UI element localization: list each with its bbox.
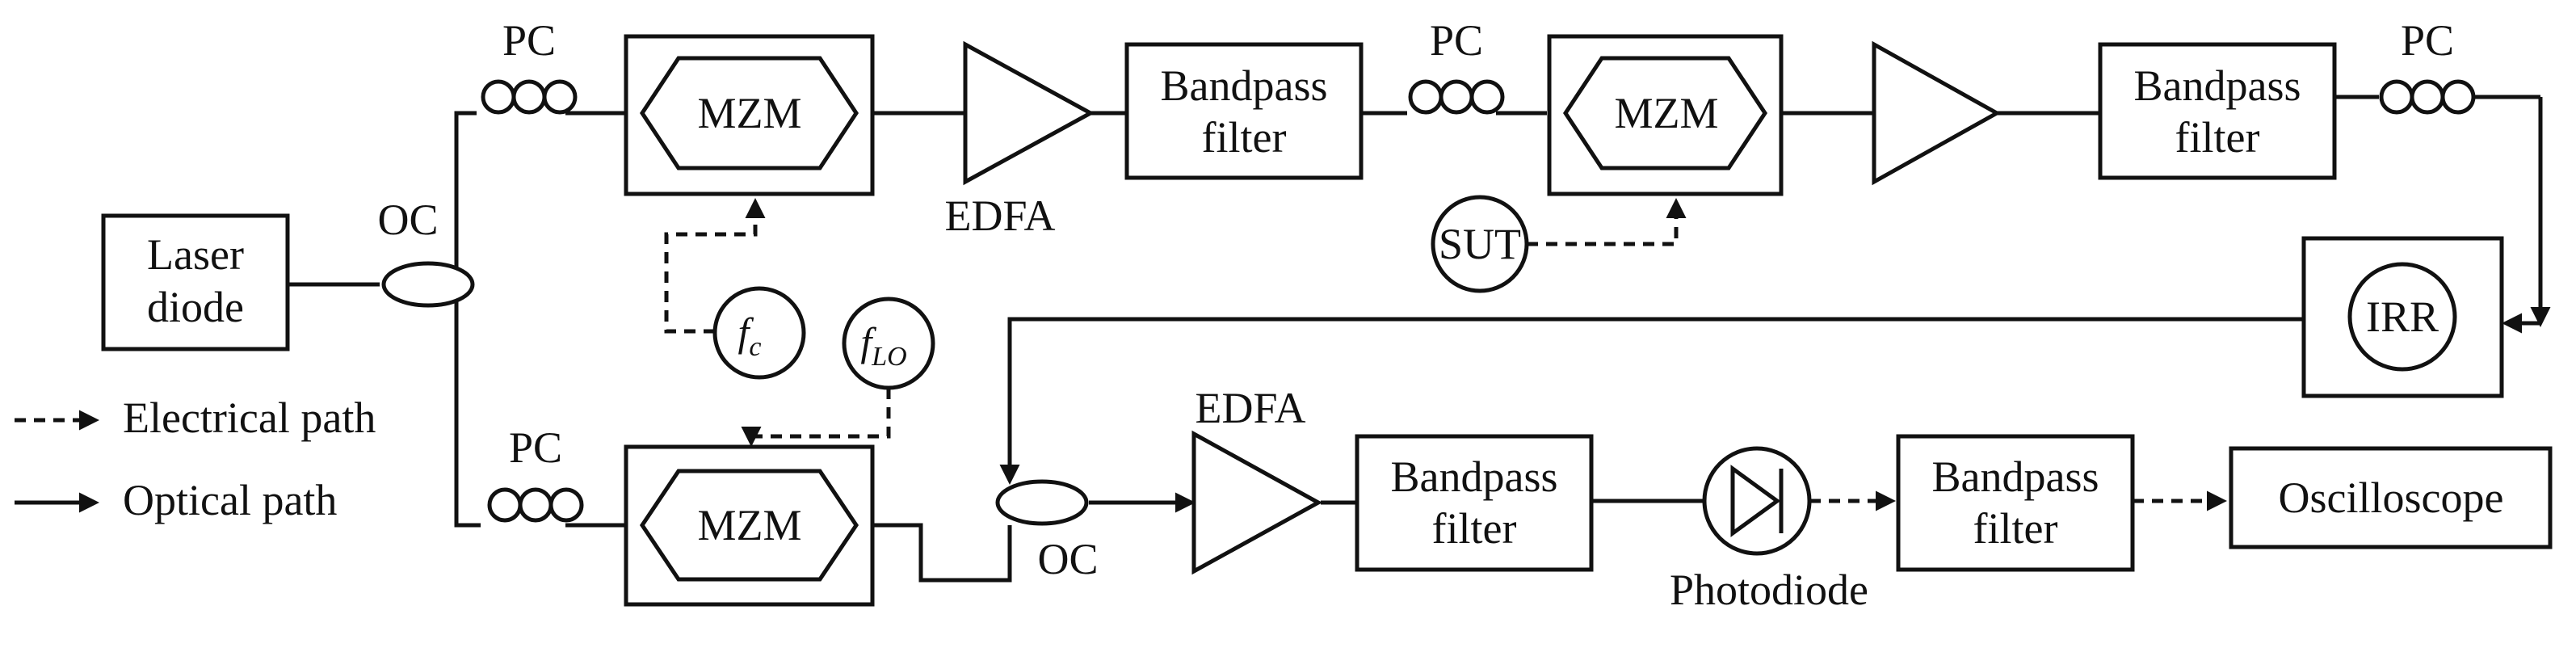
sut-source: SUT: [1431, 195, 1529, 293]
flo-label: fLO: [860, 319, 906, 372]
bpf1-line2: filter: [1202, 113, 1287, 162]
legend: Electrical path Optical path: [15, 393, 376, 524]
edfa-label-lower: EDFA: [1195, 384, 1305, 432]
laser-label-line2: diode: [147, 283, 244, 331]
bpf3-line1: Bandpass: [1391, 452, 1558, 501]
laser-diode-block: Laser diode: [101, 213, 290, 351]
photodiode: Photodiode: [1670, 446, 1868, 614]
pc-label-4: PC: [509, 423, 562, 472]
oc-label-lower: OC: [1037, 535, 1098, 583]
bandpass-filter-lower-2: Bandpass filter: [1896, 434, 2135, 572]
oscilloscope-label: Oscilloscope: [2279, 473, 2504, 522]
flo-source: fLO: [842, 297, 935, 390]
bandpass-filter-upper-1: Bandpass filter: [1124, 42, 1364, 180]
pc-upper-right: PC: [2379, 16, 2476, 115]
bpf4-line2: filter: [1973, 504, 2058, 553]
mzm-lower: MZM: [624, 444, 875, 607]
bandpass-filter-lower-1: Bandpass filter: [1355, 434, 1594, 572]
edfa-lower: EDFA: [1191, 384, 1323, 575]
oscilloscope-block: Oscilloscope: [2229, 446, 2553, 549]
laser-label-line1: Laser: [147, 230, 244, 279]
mzm-upper-right: MZM: [1547, 34, 1784, 196]
bpf3-line2: filter: [1432, 504, 1517, 553]
oc-label-upper: OC: [377, 196, 438, 244]
pc-upper-middle: PC: [1408, 16, 1505, 115]
photodiode-label: Photodiode: [1670, 566, 1868, 614]
irr-block: IRR: [2301, 236, 2504, 398]
mzm-label-2: MZM: [1614, 89, 1718, 137]
edfa-upper: EDFA: [944, 40, 1095, 240]
optical-coupler-lower: OC: [995, 479, 1099, 583]
bpf2-line2: filter: [2175, 113, 2260, 162]
pc-upper-left: PC: [481, 16, 578, 115]
pc-lower: PC: [487, 423, 584, 523]
electrical-connections: [664, 198, 2227, 511]
irr-label: IRR: [2366, 292, 2439, 341]
bpf2-line1: Bandpass: [2134, 61, 2301, 110]
edfa-label-upper: EDFA: [944, 191, 1055, 240]
bandpass-filter-upper-2: Bandpass filter: [2098, 42, 2337, 180]
pc-label-2: PC: [1430, 16, 1483, 65]
fc-source: fc: [712, 286, 806, 380]
pc-label-1: PC: [502, 16, 556, 65]
mzm-label-1: MZM: [697, 89, 801, 137]
bpf1-line1: Bandpass: [1161, 61, 1328, 110]
mzm-upper-left: MZM: [624, 34, 875, 196]
optical-coupler-upper: OC: [377, 196, 475, 308]
legend-electrical-label: Electrical path: [123, 393, 376, 442]
amplifier-upper-right: [1872, 40, 2002, 186]
legend-optical-label: Optical path: [123, 476, 337, 524]
mzm-label-3: MZM: [697, 501, 801, 549]
bpf4-line1: Bandpass: [1932, 452, 2099, 501]
pc-label-3: PC: [2401, 16, 2454, 65]
sut-label: SUT: [1439, 220, 1521, 268]
optical-connections: [288, 95, 2551, 583]
